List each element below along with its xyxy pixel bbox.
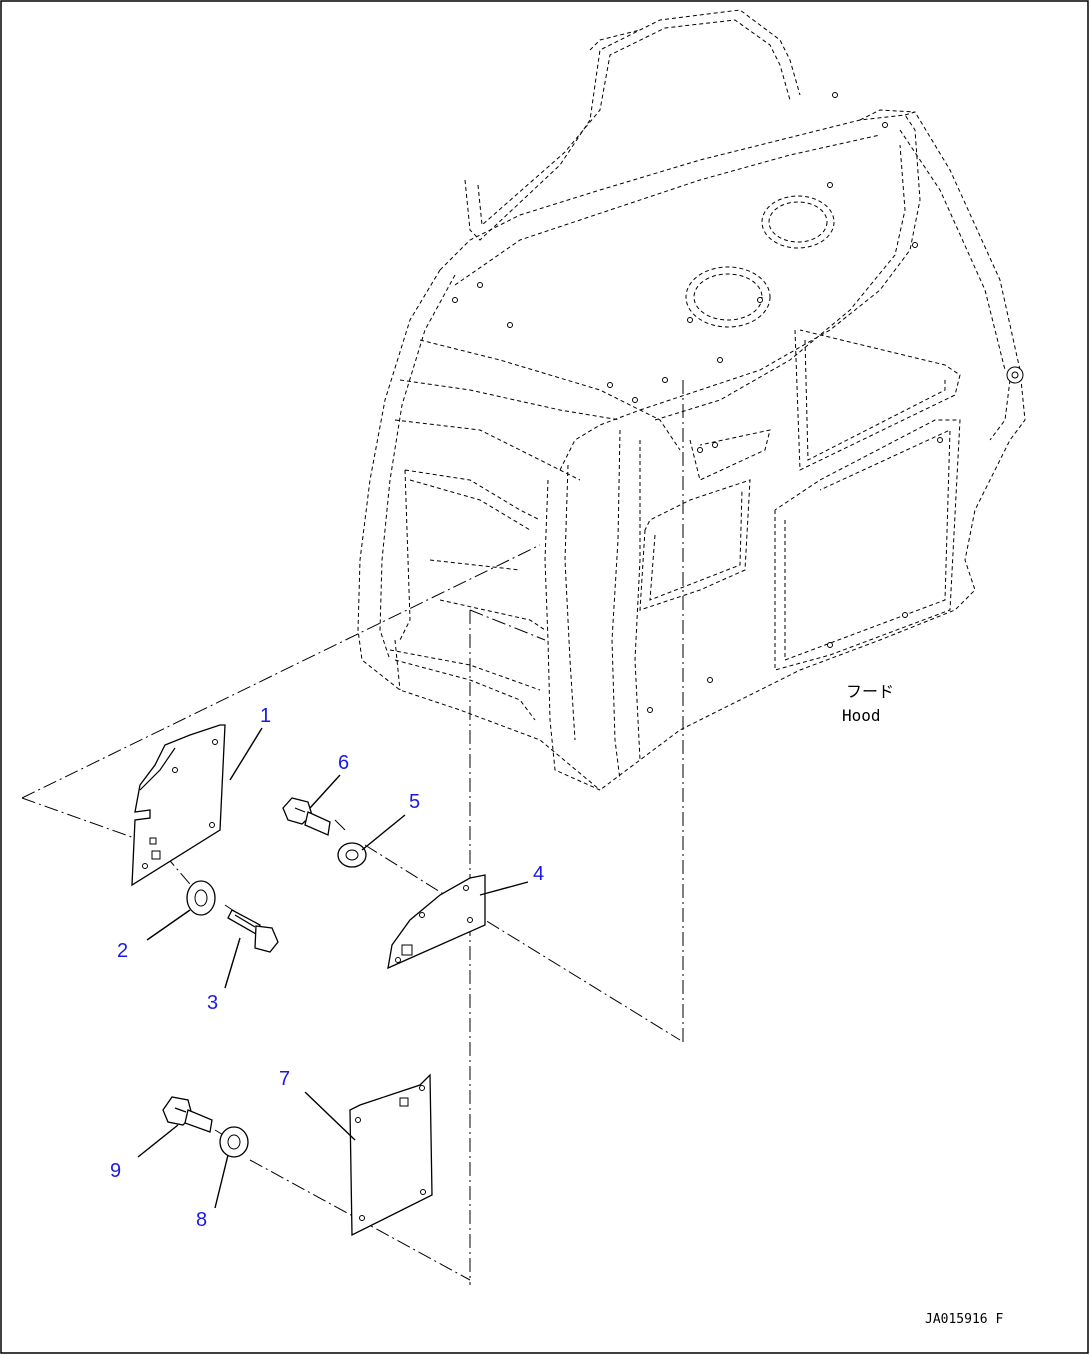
callout-5: 5 (409, 791, 420, 813)
hood-assembly (357, 9, 1026, 791)
rivets (452, 92, 943, 713)
callout-4: 4 (533, 863, 544, 885)
callout-6: 6 (338, 752, 349, 774)
callout-numbers: 1 2 3 4 5 6 7 8 9 (110, 705, 544, 1231)
part-7-plate (349, 1073, 433, 1237)
drawing-code: JA015916 F (925, 1312, 1003, 1327)
leader-lines (137, 727, 529, 1209)
part-9-bolt (162, 1096, 213, 1133)
hood-label-en: Hood (842, 706, 881, 725)
callout-9: 9 (110, 1160, 121, 1182)
callout-1: 1 (260, 705, 271, 727)
part-4-plate (387, 874, 486, 970)
part-2-washer (186, 880, 216, 916)
callout-7: 7 (279, 1068, 290, 1090)
callout-2: 2 (117, 940, 128, 962)
part-6-bolt (282, 797, 331, 836)
hood-label-jp: フード (846, 682, 894, 701)
part-1-plate (131, 724, 226, 887)
part-8-washer (219, 1126, 249, 1158)
callout-8: 8 (196, 1209, 207, 1231)
part-5-washer (337, 842, 367, 868)
callout-3: 3 (207, 992, 218, 1014)
part-3-bolt (227, 909, 279, 953)
